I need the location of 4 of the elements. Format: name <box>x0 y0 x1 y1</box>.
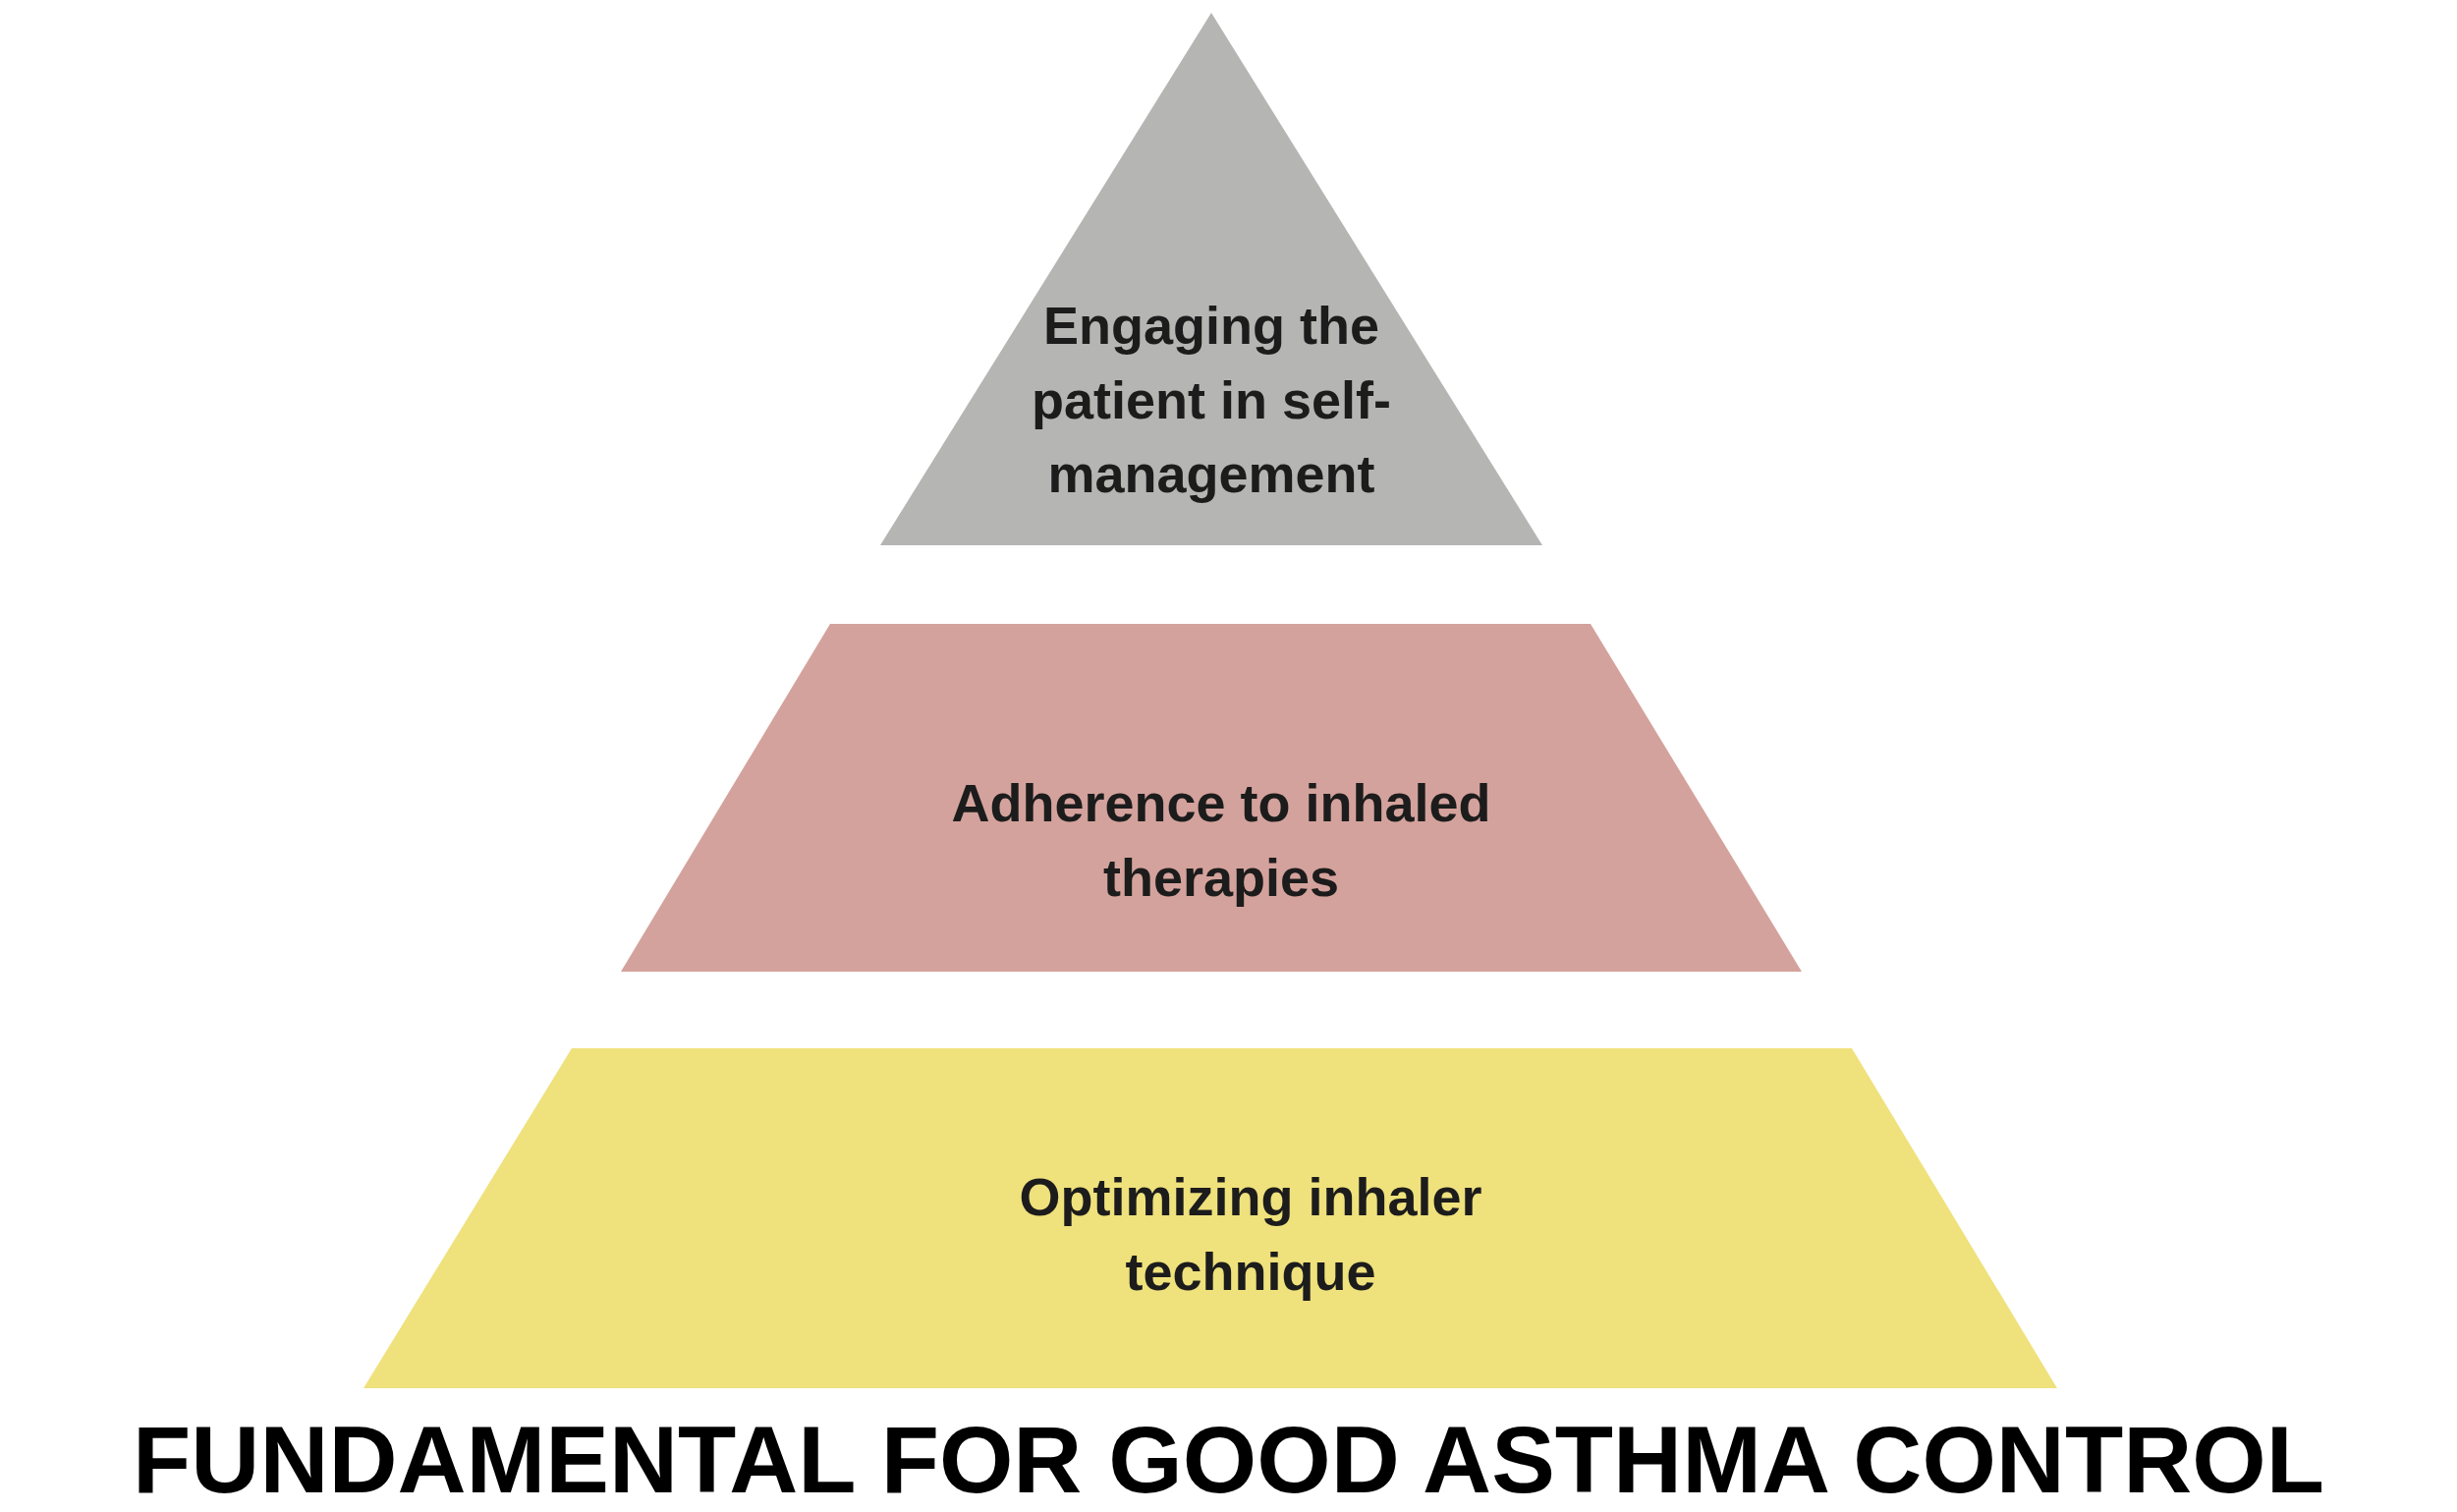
tier-label: Adherence to inhaled therapies <box>950 772 1492 909</box>
tier-label: Engaging the patient in self-management <box>1031 294 1392 505</box>
diagram-title: FUNDAMENTAL FOR GOOD ASTHMA CONTROL <box>132 1405 2325 1512</box>
tier-label: Optimizing inhaler technique <box>1018 1166 1483 1303</box>
